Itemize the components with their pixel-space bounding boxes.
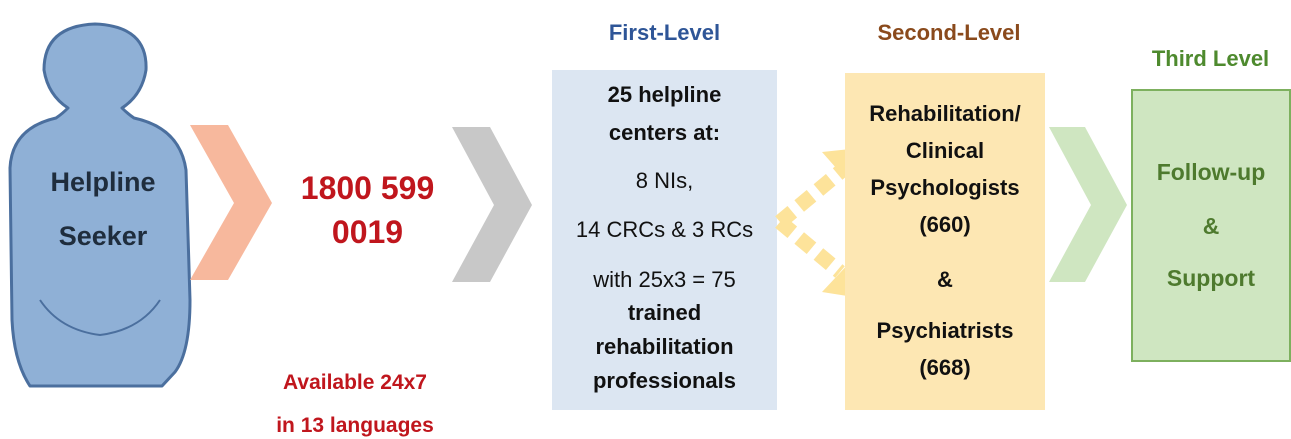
third-level-line: Support xyxy=(1166,265,1256,291)
availability-line1: Available 24x7 xyxy=(283,371,427,394)
second-level-line: (668) xyxy=(919,355,971,380)
chevron-green-arrow-icon xyxy=(1049,127,1127,282)
second-level-line: Clinical xyxy=(905,138,985,163)
second-level-title: Second-Level xyxy=(877,20,1021,45)
chevron-orange-arrow-icon xyxy=(190,125,272,280)
first-level-line: 25 helpline xyxy=(607,82,722,107)
third-level-title: Third Level xyxy=(1151,46,1270,71)
first-level-line: rehabilitation xyxy=(595,334,734,359)
second-level-line: & xyxy=(937,267,953,292)
second-level-line: Psychiatrists xyxy=(876,318,1014,343)
first-level-box xyxy=(552,70,777,410)
seeker-label-line1: Helpline xyxy=(50,167,156,197)
first-level-line: 8 NIs, xyxy=(635,168,694,193)
helpline-number-line1: 1800 599 xyxy=(300,170,435,206)
first-level-line: with 25x3 = 75 xyxy=(593,267,736,292)
availability-line2: in 13 languages xyxy=(276,414,434,437)
helpline-seeker-person-icon xyxy=(8,22,192,388)
second-level-line: (660) xyxy=(919,212,971,237)
chevron-gray-arrow-icon xyxy=(452,127,532,282)
first-level-title: First-Level xyxy=(608,20,721,45)
third-level-line: Follow-up xyxy=(1156,159,1266,185)
seeker-label-line2: Seeker xyxy=(58,221,148,251)
first-level-line: 14 CRCs & 3 RCs xyxy=(575,217,754,242)
first-level-line: professionals xyxy=(592,368,737,393)
first-level-line: trained xyxy=(627,300,702,325)
third-level-box xyxy=(1131,89,1291,362)
third-level-line: & xyxy=(1202,213,1220,239)
helpline-number-line2: 0019 xyxy=(331,214,404,250)
second-level-line: Rehabilitation/ xyxy=(869,101,1021,126)
second-level-box xyxy=(845,73,1045,410)
first-level-line: centers at: xyxy=(608,120,721,145)
second-level-line: Psychologists xyxy=(870,175,1020,200)
